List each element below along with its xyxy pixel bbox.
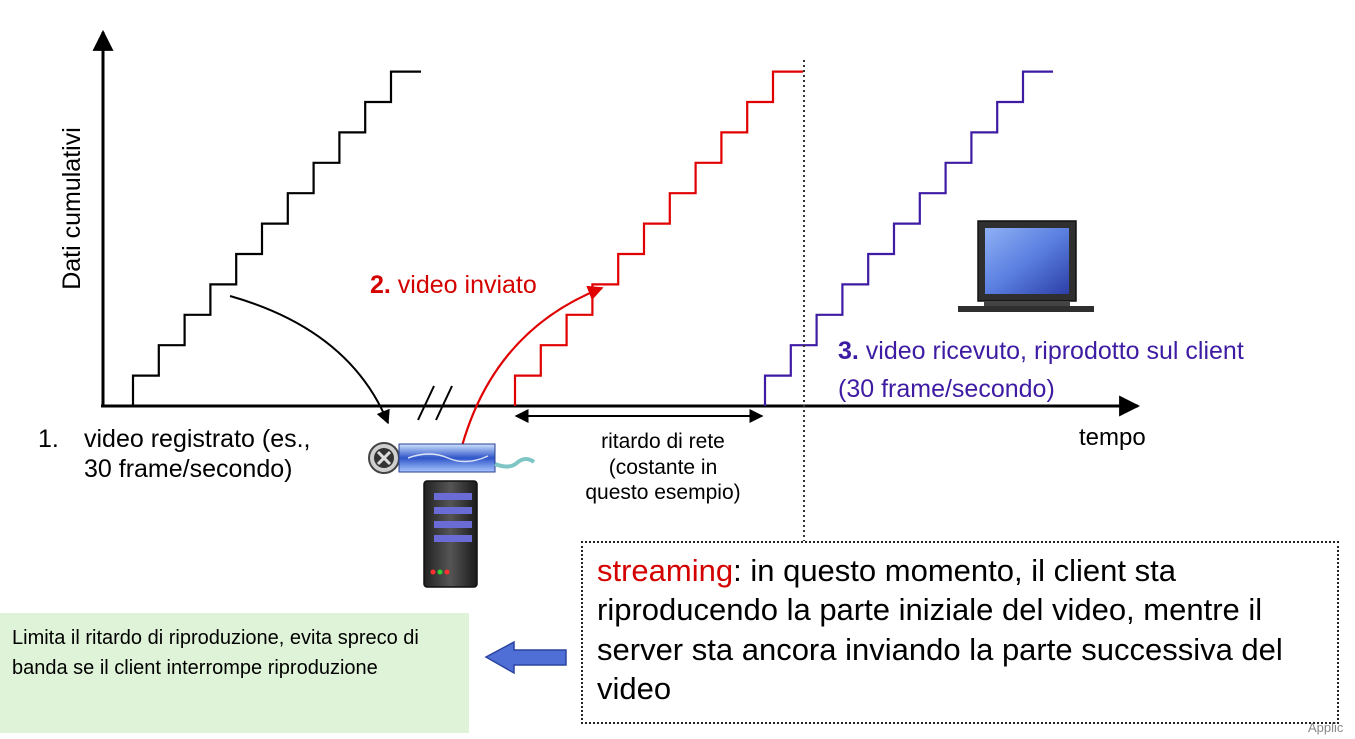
step1-label: 1.video registrato (es., 30 frame/second… bbox=[38, 425, 311, 483]
streaming-explanation-box: streaming: in questo momento, il client … bbox=[581, 541, 1339, 724]
streaming-explanation-text: : in questo momento, il client sta ripro… bbox=[597, 553, 1283, 707]
axis-break-mark bbox=[435, 385, 453, 421]
step3-label: 3. video ricevuto, riprodotto sul client bbox=[838, 337, 1244, 365]
streaming-keyword: streaming bbox=[597, 553, 734, 588]
step3-sublabel: (30 frame/secondo) bbox=[838, 375, 1055, 403]
step2-label: 2. video inviato bbox=[370, 271, 537, 299]
monitor-icon bbox=[958, 220, 1094, 312]
axis-break-mark bbox=[417, 385, 435, 421]
server-to-network-arrow bbox=[460, 285, 604, 447]
network-delay-label: ritardo di rete (costante in questo esem… bbox=[585, 430, 741, 505]
y-axis-label: Dati cumulativi bbox=[57, 126, 86, 290]
sent-video-staircase bbox=[513, 70, 803, 406]
received-video-staircase bbox=[763, 70, 1053, 406]
server-icon bbox=[423, 480, 478, 588]
video-reel-icon bbox=[368, 442, 536, 474]
record-to-server-arrow bbox=[229, 295, 390, 425]
left-arrow-icon bbox=[484, 640, 567, 675]
footer-label: Applic bbox=[1308, 720, 1344, 735]
recorded-video-staircase bbox=[131, 70, 421, 406]
benefit-note-box: Limita il ritardo di riproduzione, evita… bbox=[0, 613, 469, 733]
x-axis-label: tempo bbox=[1079, 424, 1146, 451]
